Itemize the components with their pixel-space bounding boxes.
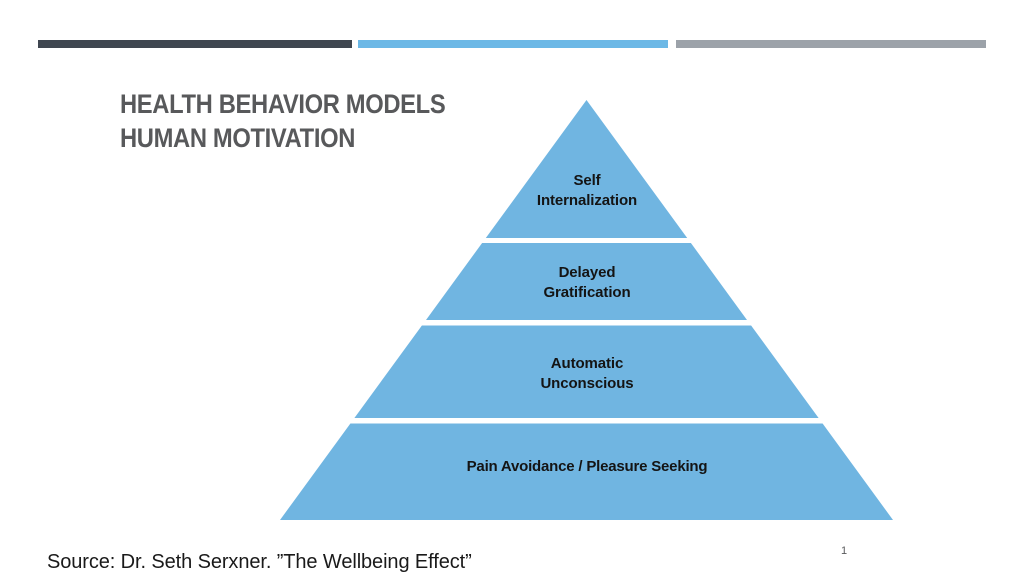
title-line-1: HEALTH BEHAVIOR MODELS [120,89,446,119]
pyramid-tier-1-shape [485,100,688,238]
source-citation: Source: Dr. Seth Serxner. ”The Wellbeing… [47,551,472,573]
pyramid-tier-3-label-line-2: Unconscious [540,375,633,392]
pyramid-tier-2-shape [426,243,747,320]
pyramid-tier-2-label-line-1: Delayed [559,264,616,281]
pyramid-tier-3-shape [354,325,819,418]
pyramid-tier-1-label-line-1: Self [573,172,601,189]
pyramid-tier-4-shape [280,423,893,520]
accent-bar-dark [38,40,352,48]
accent-bar-gray [676,40,986,48]
slide-title: HEALTH BEHAVIOR MODELS HUMAN MOTIVATION [120,87,446,155]
pyramid-tier-1-label-line-2: Internalization [537,192,637,209]
accent-bar-blue [358,40,668,48]
page-number: 1 [841,545,848,557]
pyramid-tier-4-label: Pain Avoidance / Pleasure Seeking [467,458,708,475]
pyramid-tier-3-label-line-1: Automatic [551,355,623,372]
title-line-2: HUMAN MOTIVATION [120,123,356,153]
pyramid-tier-2-label-line-2: Gratification [543,284,630,301]
